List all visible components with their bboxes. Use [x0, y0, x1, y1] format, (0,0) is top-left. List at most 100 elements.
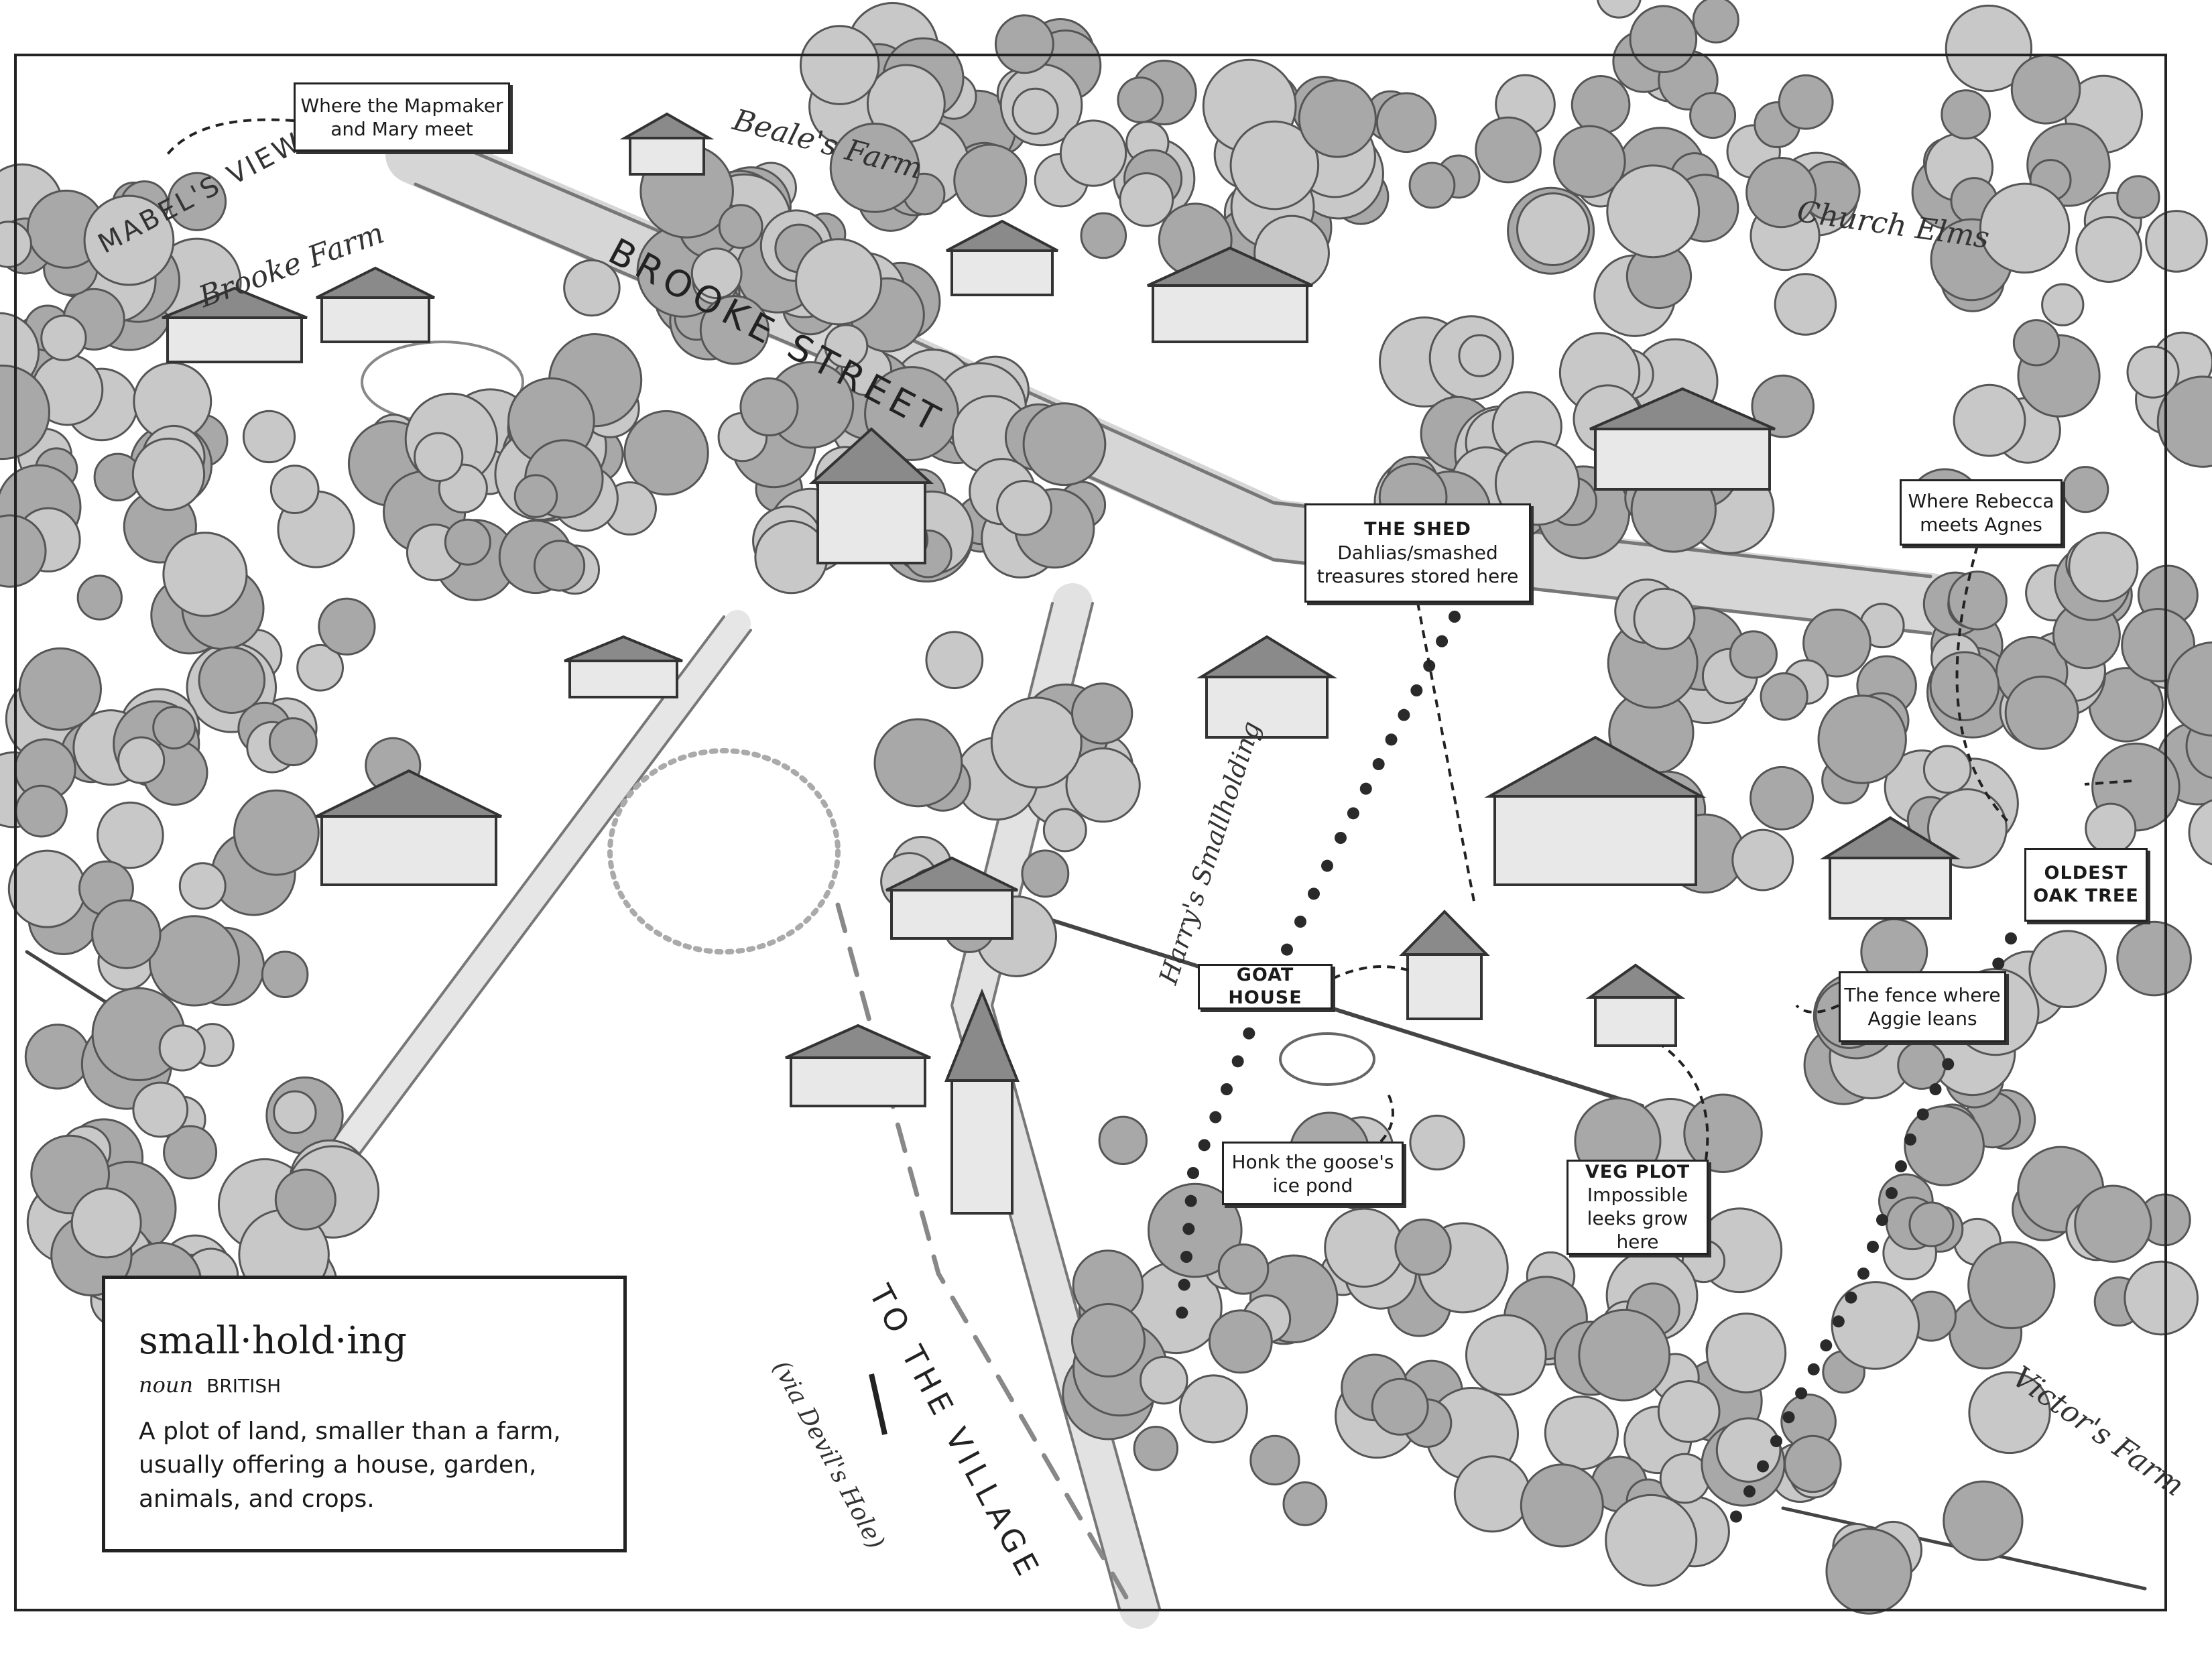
tree: [233, 789, 320, 876]
boundary-dot: [1857, 1268, 1869, 1280]
tree: [296, 643, 345, 692]
definition-region: BRITISH: [206, 1375, 282, 1397]
tree: [1408, 162, 1456, 209]
building-roof: [1484, 735, 1707, 798]
lane-edge: [334, 629, 752, 1188]
tree: [2116, 920, 2192, 997]
tree: [1929, 651, 2000, 721]
boundary-dot: [1178, 1278, 1190, 1291]
boundary-dot: [1743, 1485, 1756, 1497]
tree: [1217, 1243, 1270, 1295]
boundary-dot: [1449, 611, 1461, 623]
tree: [1520, 1463, 1604, 1548]
boundary-dot: [1281, 943, 1293, 956]
tree: [953, 143, 1028, 218]
boundary-dot: [1182, 1223, 1195, 1235]
tree: [1011, 87, 1059, 135]
building-wall: [1594, 428, 1771, 491]
arrow-goat-house: [1332, 965, 1415, 980]
tree: [273, 1090, 317, 1135]
building-roof: [944, 988, 1020, 1082]
boundary-dot: [1231, 1055, 1244, 1068]
boundary-dot: [1176, 1306, 1188, 1319]
tree: [1298, 79, 1377, 158]
tree: [1475, 116, 1542, 184]
footpath-dashed: [835, 902, 1135, 1611]
tree: [1070, 1302, 1146, 1378]
tree: [2075, 216, 2143, 283]
callout-pond: Honk the goose's ice pond: [1222, 1142, 1404, 1205]
boundary-dot: [1359, 782, 1372, 795]
tree: [990, 696, 1083, 789]
boundary-dot: [1187, 1167, 1199, 1179]
callout-heading: VEG PLOT: [1585, 1161, 1691, 1182]
arrow-mapmaker: [166, 118, 294, 156]
building-roof: [1196, 635, 1338, 678]
tree: [1657, 1380, 1721, 1443]
boundary-dot: [1886, 1187, 1898, 1199]
tree: [1578, 1308, 1671, 1402]
tree: [91, 899, 162, 969]
boundary-dot: [1321, 859, 1333, 872]
tree: [2074, 1184, 2152, 1263]
tree: [1908, 1201, 1955, 1247]
tree: [1731, 828, 1794, 892]
tree: [1059, 119, 1127, 187]
boundary-dot: [1180, 1251, 1192, 1263]
building-roof: [1585, 963, 1686, 999]
callout-oldest-oak: OLDEST OAK TREE: [2024, 848, 2148, 922]
lane: [308, 610, 751, 1193]
callout-text: Where Rebecca meets Agnes: [1908, 489, 2054, 536]
boundary-dot: [1436, 635, 1449, 648]
tree: [2062, 466, 2109, 513]
tree: [925, 631, 984, 690]
tree: [690, 247, 743, 300]
tree: [1943, 1480, 2024, 1561]
tree: [2116, 175, 2160, 219]
boundary-dot: [1904, 1133, 1916, 1146]
tree: [0, 514, 47, 588]
tree: [2145, 210, 2208, 273]
tree: [1596, 0, 1642, 19]
building-roof: [1147, 246, 1313, 287]
arrow-oak: [2084, 780, 2132, 786]
tree: [2004, 675, 2079, 750]
building-roof: [1589, 387, 1776, 430]
tree: [1140, 1355, 1188, 1405]
tree: [824, 324, 869, 369]
tree: [1282, 1481, 1328, 1526]
arrow-pond: [1379, 1092, 1394, 1143]
tree: [994, 14, 1054, 74]
callout-mapmaker: Where the Mapmaker and Mary meet: [294, 82, 510, 151]
arrow-veg: [1661, 1044, 1709, 1160]
building-wall: [950, 1079, 1013, 1215]
tree: [1371, 1377, 1429, 1436]
callout-text: The fence where Aggie leans: [1844, 984, 2001, 1030]
tree: [2012, 319, 2061, 367]
tree: [795, 238, 883, 326]
tree: [83, 194, 175, 286]
tree: [2166, 641, 2212, 737]
boundary-dot: [1795, 1387, 1808, 1400]
tree: [152, 705, 196, 750]
tree: [1633, 587, 1696, 650]
tree: [699, 295, 770, 365]
boundary-dot: [1992, 957, 2005, 970]
boundary-dot: [1294, 916, 1306, 928]
tree: [829, 123, 920, 213]
boundary-dot: [1372, 758, 1385, 770]
tree: [1065, 747, 1141, 823]
tree: [1831, 1281, 1920, 1370]
tree: [414, 432, 464, 482]
tree: [1967, 1241, 2056, 1329]
tree: [1904, 1105, 1985, 1186]
tree: [1774, 273, 1837, 336]
boundary-dot: [1243, 1027, 1255, 1040]
tree: [1751, 374, 1815, 438]
tree: [0, 364, 50, 460]
tree: [1705, 1312, 1787, 1394]
tree: [718, 204, 763, 249]
